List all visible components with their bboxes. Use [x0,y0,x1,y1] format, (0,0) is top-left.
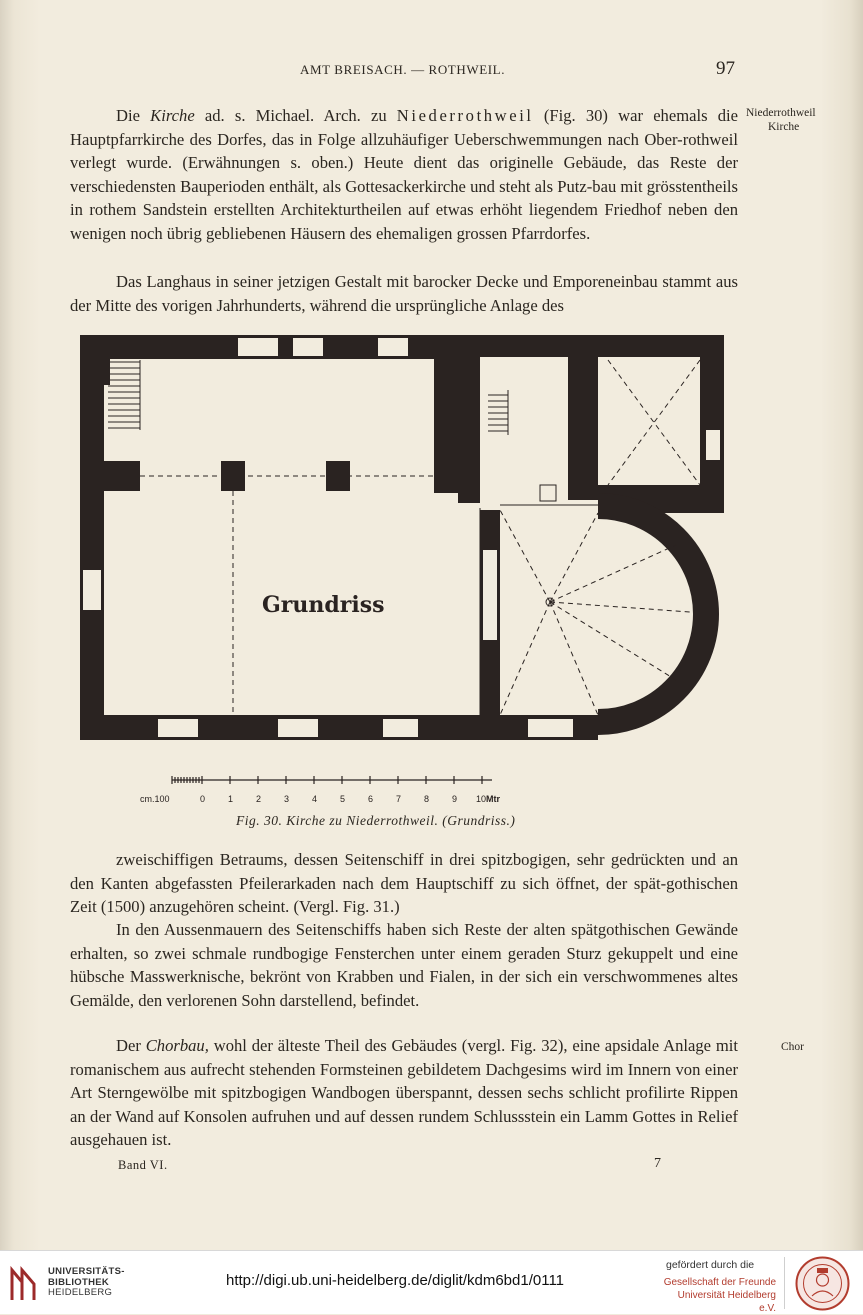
volume-footer: Band VI. [118,1158,168,1172]
signature-mark: 7 [654,1156,661,1171]
scale-tick: 3 [284,794,289,804]
scale-tick: 7 [396,794,401,804]
place-name: Niederrothweil [396,106,534,125]
scale-tick: 10 [476,794,486,804]
marginal-note-chor: Chor [781,1041,804,1053]
text-run: Die [116,106,151,125]
figure-caption: Fig. 30. Kirche zu Niederrothweil. (Grun… [236,813,516,828]
scale-tick: 0 [200,794,205,804]
emphasis-chorbau: Chorbau, [145,1036,209,1055]
apse-wall [597,493,719,735]
scale-tick: 4 [312,794,317,804]
funder-name: Gesellschaft der Freunde Universität Hei… [662,1276,776,1315]
page-number: 97 [716,58,735,79]
plan-walls [80,335,724,740]
text-run: Der [116,1036,146,1055]
permalink-url[interactable]: http://digi.ub.uni-heidelberg.de/diglit/… [226,1272,565,1289]
library-name-line: UNIVERSITÄTS- [48,1266,125,1277]
scale-tick: 8 [424,794,429,804]
scale-unit-left: cm.100 [140,794,170,804]
scale-tick: 1 [228,794,233,804]
marginal-note-niederrothweil: Niederrothweil Kirche [746,106,854,134]
running-header: AMT BREISACH. — ROTHWEIL. 97 [0,58,863,82]
scale-tick: 9 [452,794,457,804]
text-run: wohl der älteste Theil des Gebäudes (ver… [70,1036,738,1149]
funded-by-label: gefördert durch die [666,1259,755,1271]
paragraph-aussenmauern: In den Aussenmauern des Seitenschiffs ha… [70,920,738,1010]
scale-tick: 5 [340,794,345,804]
marginal-line: Niederrothweil [746,107,816,119]
scale-unit-right: Mtr [486,794,500,804]
marginal-line: Kirche [768,121,800,133]
scale-bar: cm.100 0 1 2 3 4 5 6 7 8 9 10 Mtr [140,776,500,804]
text-run: (Fig. 30) war ehemals die Hauptpfarrkirc… [70,106,739,243]
funder-line: Universität Heidelberg e.V. [677,1290,776,1314]
plan-openings [83,338,720,737]
paragraph-kirche: Die Kirche ad. s. Michael. Arch. zu Nied… [70,104,738,245]
scale-tick: 6 [368,794,373,804]
library-name: UNIVERSITÄTS- BIBLIOTHEK HEIDELBERG [48,1266,125,1299]
digitization-footer: UNIVERSITÄTS- BIBLIOTHEK HEIDELBERG http… [0,1250,863,1314]
paragraph-langhaus: Das Langhaus in seiner jetzigen Gestalt … [70,272,738,315]
text-run: ad. s. Michael. Arch. zu [194,106,397,125]
floor-plan-figure: Grundriss [80,335,724,740]
paragraph-betraum: zweischiffigen Betraums, dessen Seitensc… [70,850,738,916]
plan-thin-lines [479,484,598,715]
library-name-line: HEIDELBERG [48,1287,113,1298]
funder-line: Gesellschaft der Freunde [663,1277,776,1288]
library-logo-icon [10,1265,36,1300]
divider [784,1257,785,1309]
library-name-line: BIBLIOTHEK [48,1276,110,1288]
plan-label: Grundriss [262,592,384,618]
stair [108,360,509,435]
university-seal-icon [795,1256,850,1311]
scale-tick: 2 [256,794,261,804]
paragraph-chorbau: Der Chorbau, wohl der älteste Theil des … [70,1034,738,1152]
emphasis-kirche: Kirche [150,106,195,125]
vault-lines [104,359,701,716]
scanned-page: AMT BREISACH. — ROTHWEIL. 97 Die Kirche … [0,0,863,1250]
running-title: AMT BREISACH. — ROTHWEIL. [300,62,506,77]
